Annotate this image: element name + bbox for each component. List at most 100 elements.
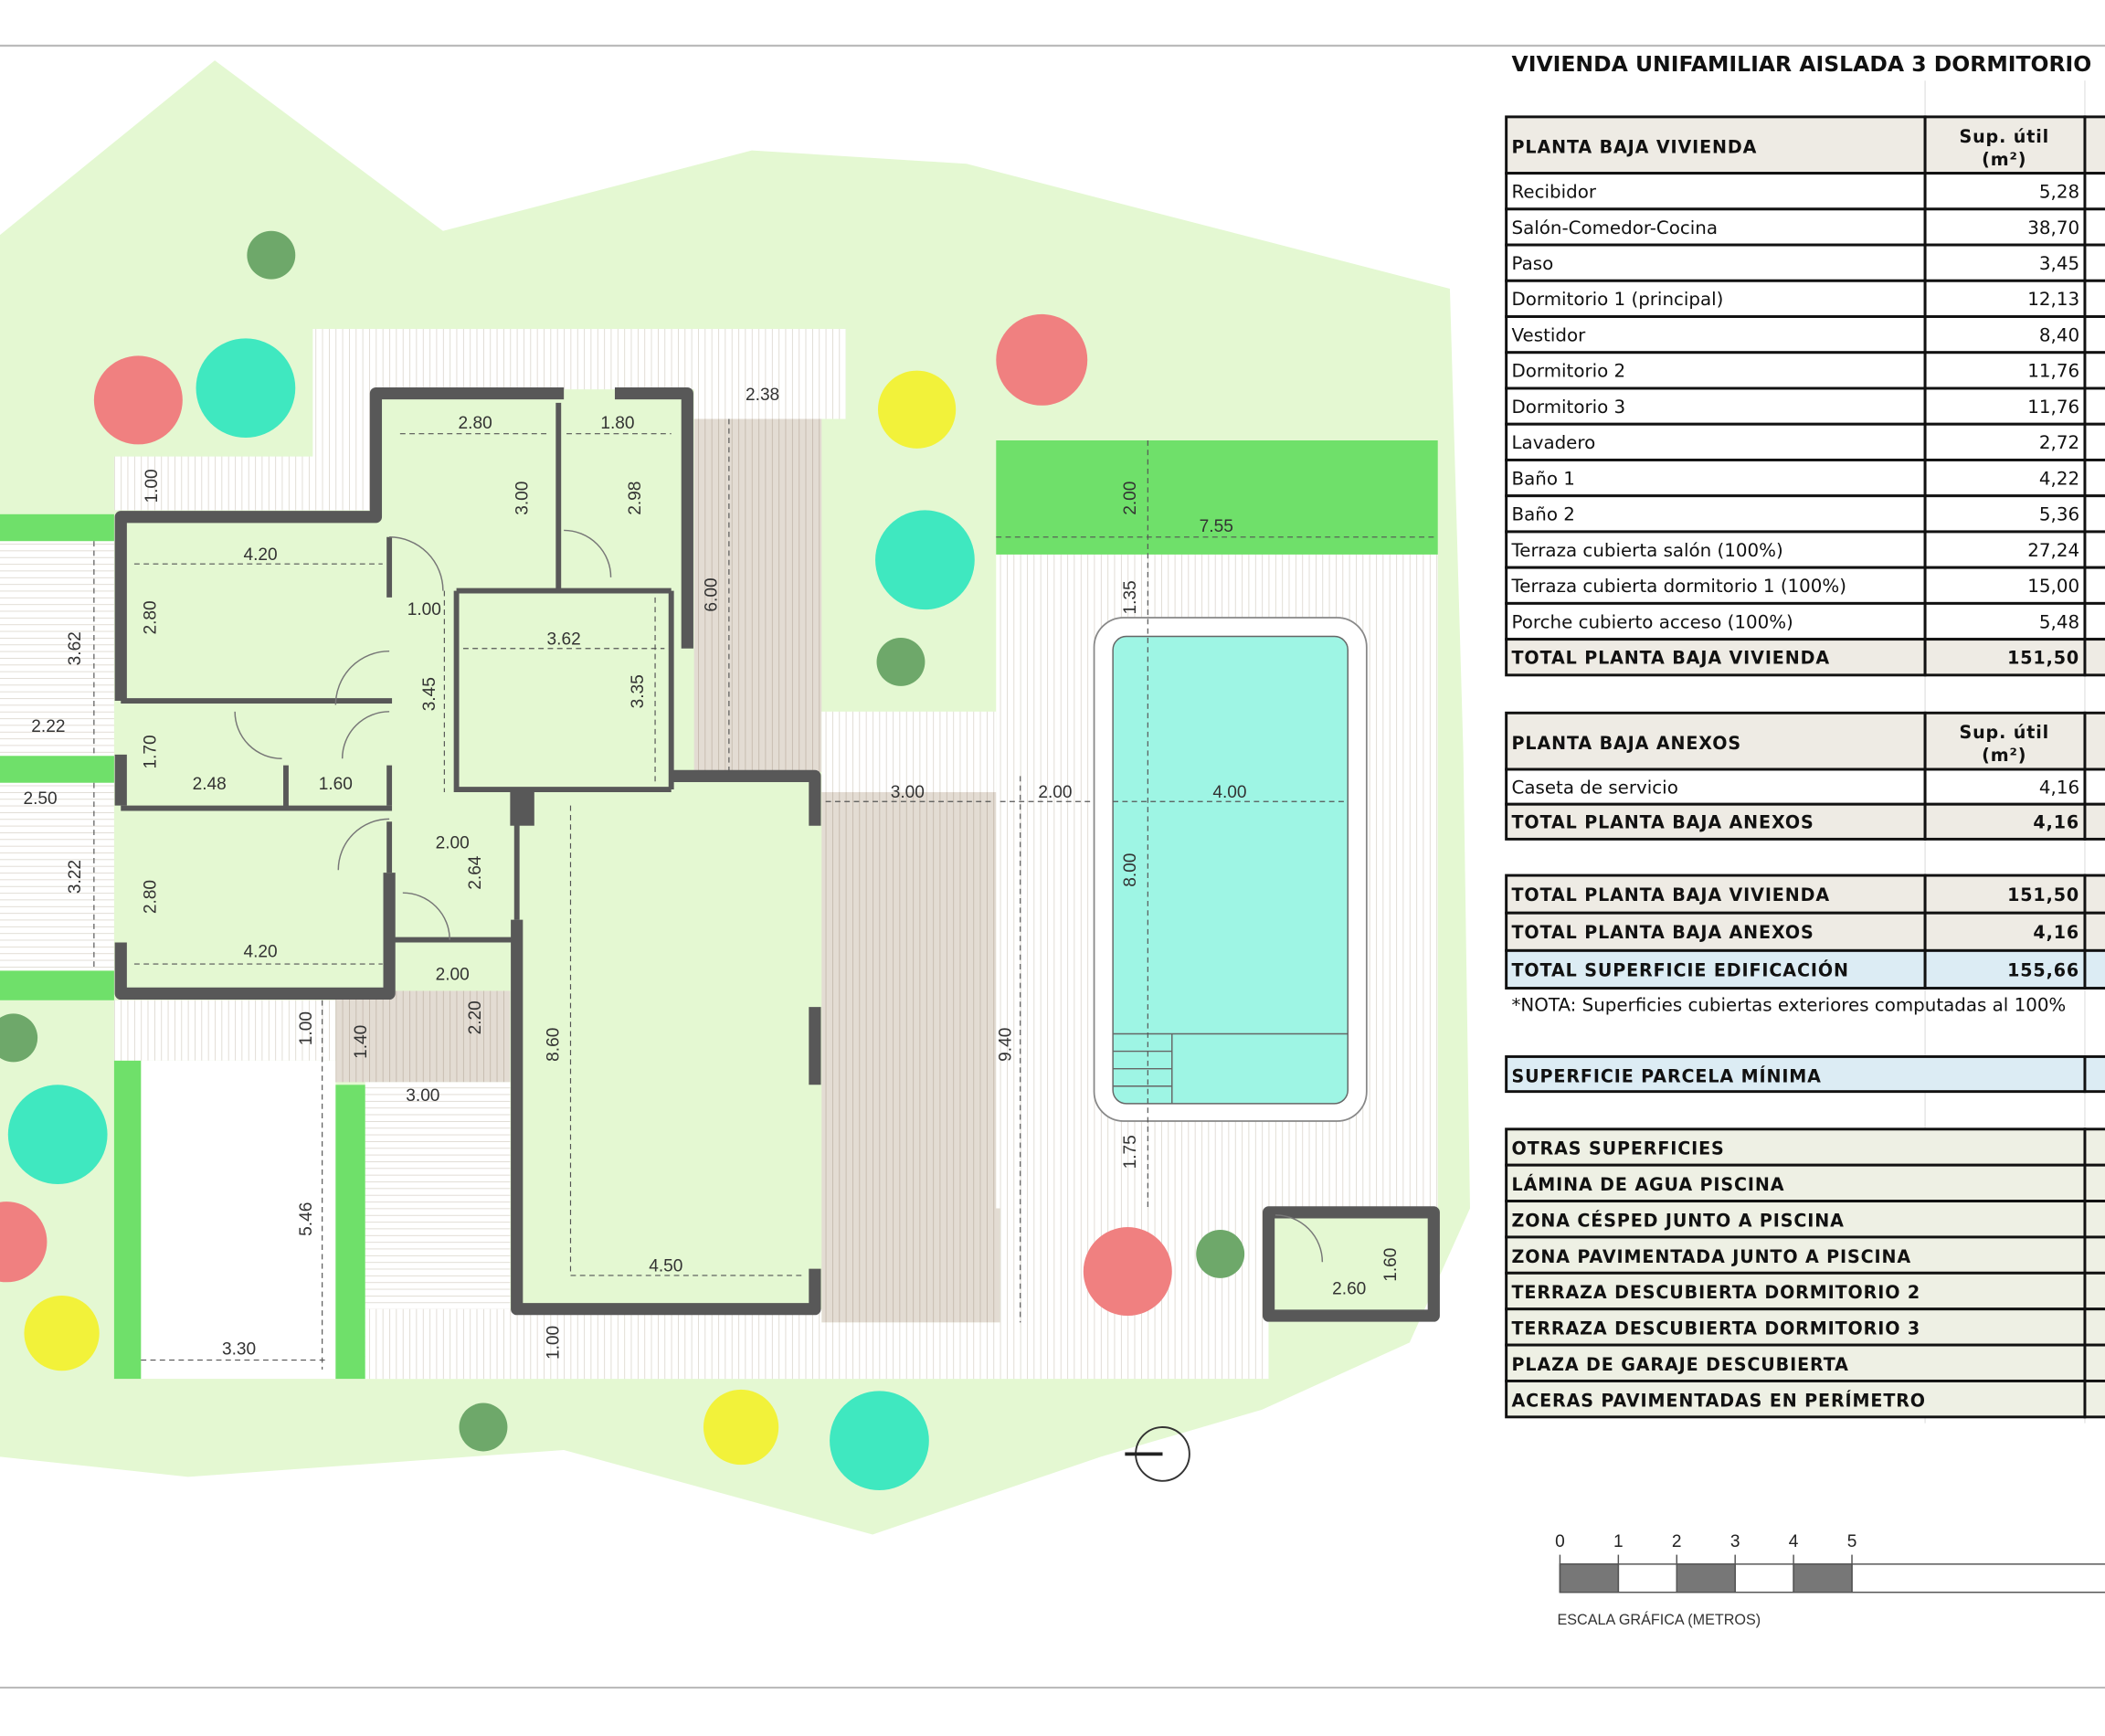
dimension-label: 1.80 — [600, 414, 634, 433]
deck-north — [113, 329, 846, 511]
deck-south — [365, 1208, 1054, 1380]
row-label: Vestidor — [1512, 324, 1587, 345]
other-surface-label: ACERAS PAVIMENTADAS EN PERÍMETRO — [1512, 1390, 1926, 1411]
row-label: Salón-Comedor-Cocina — [1512, 217, 1718, 238]
dimension-label: 4.00 — [1212, 783, 1246, 802]
table-cell — [2083, 948, 2105, 990]
table-cell — [2083, 1054, 2105, 1094]
table-cell — [2083, 1163, 2105, 1203]
table-cell — [2083, 207, 2105, 247]
table-title: VIVIENDA UNIFAMILIAR AISLADA 3 DORMITORI… — [1512, 51, 2092, 77]
terrace-salon — [821, 791, 1000, 1323]
table-cell — [1505, 601, 1927, 641]
dimension-label: 3.35 — [629, 674, 648, 708]
table-cell — [1923, 530, 2087, 569]
total-label: TOTAL PLANTA BAJA VIVIENDA — [1512, 648, 1830, 669]
tree-icon — [1083, 1227, 1172, 1317]
dimension-label: 2.00 — [436, 834, 470, 853]
dimension-label: 8.00 — [1121, 853, 1140, 887]
row-value: 11,76 — [2027, 361, 2079, 382]
row-label: Recibidor — [1512, 182, 1597, 203]
dimension-label: 2.00 — [1121, 482, 1140, 515]
table-cell — [2083, 1235, 2105, 1275]
dimension-label: 1.60 — [1381, 1248, 1401, 1282]
tree-icon — [247, 230, 296, 280]
interior-walls — [121, 402, 674, 943]
tree-icon — [0, 1013, 38, 1063]
summary-label: TOTAL PLANTA BAJA ANEXOS — [1512, 922, 1814, 943]
dimension-label: 1.40 — [352, 1025, 371, 1059]
other-surface-label: TERRAZA DESCUBIERTA DORMITORIO 2 — [1512, 1282, 1921, 1303]
terrace-dormitorio-1 — [693, 418, 822, 772]
table-cell — [1923, 638, 2087, 677]
table-cell — [1505, 1163, 2087, 1203]
table-cell — [2083, 243, 2105, 282]
table-cell — [2083, 1379, 2105, 1419]
dimension-label: 9.40 — [996, 1028, 1015, 1062]
grass-strip — [113, 1060, 142, 1380]
table-cell — [1505, 638, 1927, 677]
table-cell — [1923, 207, 2087, 247]
section-header: PLANTA BAJA ANEXOS — [1512, 733, 1741, 754]
row-value: 2,72 — [2039, 432, 2079, 453]
row-value: 5,36 — [2039, 504, 2079, 525]
total-value: 4,16 — [2033, 812, 2079, 833]
table-cell — [2083, 711, 2105, 771]
north-arrow-icon — [1125, 1426, 1190, 1482]
column-header: Sup. útil — [1959, 722, 2049, 743]
other-surface-label: TERRAZA DESCUBIERTA DORMITORIO 3 — [1512, 1318, 1921, 1339]
garage-plaza — [141, 1060, 336, 1380]
table-cell — [2083, 172, 2105, 211]
table-cell — [1923, 911, 2087, 952]
row-label: Dormitorio 1 (principal) — [1512, 289, 1724, 310]
summary-value: 151,50 — [2007, 884, 2079, 905]
table-cell — [2083, 458, 2105, 498]
table-cell — [1505, 494, 1927, 534]
row-value: 4,22 — [2039, 468, 2079, 489]
row-label: Terraza cubierta dormitorio 1 (100%) — [1511, 576, 1846, 597]
total-label: TOTAL PLANTA BAJA ANEXOS — [1512, 812, 1814, 833]
table-cell — [2083, 351, 2105, 390]
dimension-label: 3.00 — [891, 783, 925, 802]
scale-tick-label: 4 — [1789, 1532, 1799, 1551]
row-label: Porche cubierto acceso (100%) — [1512, 611, 1793, 632]
dimension-label: 1.70 — [141, 735, 160, 768]
table-cell — [1505, 566, 1927, 605]
dimension-label: 2.00 — [1038, 783, 1072, 802]
table-cell — [1923, 601, 2087, 641]
table-cell — [2083, 911, 2105, 952]
dimension-label: 1.00 — [544, 1326, 563, 1360]
table-cell — [2083, 1200, 2105, 1239]
deck-west-2 — [0, 782, 114, 971]
scale-label: ESCALA GRÁFICA (METROS) — [1557, 1611, 1761, 1628]
section-header: PLANTA BAJA VIVIENDA — [1512, 137, 1758, 158]
table-cell — [2083, 115, 2105, 175]
scale-tick-label: 5 — [1847, 1532, 1857, 1551]
dimension-label: 3.62 — [547, 630, 581, 649]
dimension-label: 2.80 — [141, 600, 160, 634]
pool-steps — [1113, 1032, 1349, 1104]
table-cell — [2083, 279, 2105, 318]
dimension-label: 2.50 — [23, 789, 57, 809]
table-cell — [1505, 911, 1927, 952]
row-label: Dormitorio 2 — [1512, 361, 1626, 382]
other-surface-label: ZONA PAVIMENTADA JUNTO A PISCINA — [1512, 1246, 1912, 1267]
tree-icon — [1196, 1230, 1245, 1278]
dimension-label: 3.62 — [66, 631, 85, 665]
column-header: (m²) — [1982, 149, 2026, 170]
dimension-label: 6.00 — [703, 577, 722, 611]
tree-icon — [875, 510, 975, 610]
table-cell — [1505, 172, 1927, 211]
table-cell — [1505, 802, 1927, 841]
table-cell — [1923, 948, 2087, 990]
house-walls — [114, 386, 1440, 1322]
row-label: Baño 2 — [1512, 504, 1575, 525]
surface-table: VIVIENDA UNIFAMILIAR AISLADA 3 DORMITORI… — [1505, 51, 2105, 1424]
table-cell — [2083, 601, 2105, 641]
tree-icon — [703, 1389, 779, 1466]
row-value: 11,76 — [2027, 397, 2079, 418]
tree-icon — [877, 370, 957, 449]
table-cell — [2083, 315, 2105, 355]
table-cell — [2083, 873, 2105, 915]
tree-icon — [196, 338, 296, 439]
